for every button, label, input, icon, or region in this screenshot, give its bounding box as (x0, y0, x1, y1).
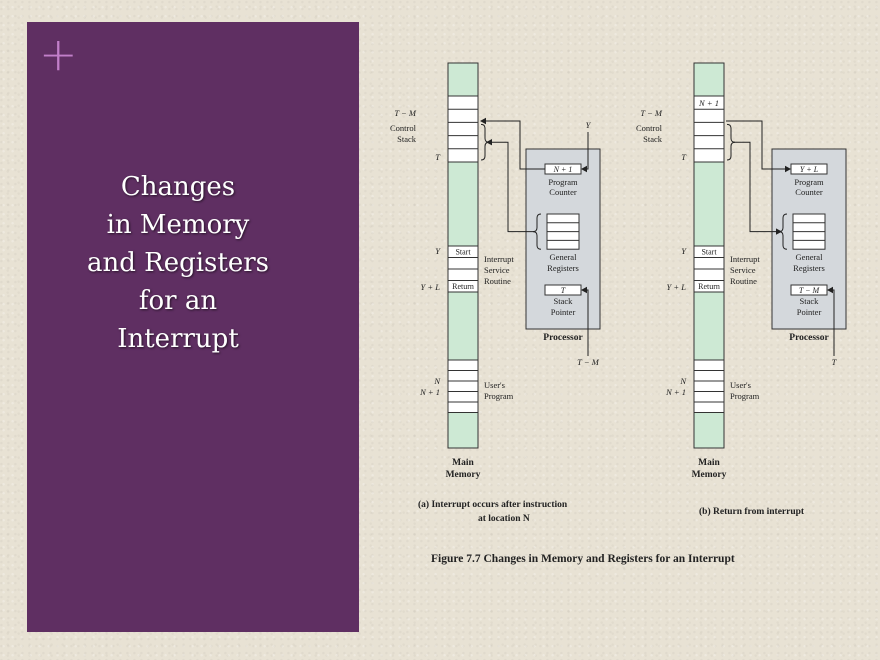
connector-line (734, 141, 777, 233)
label-interrupt-service-routine: Service (730, 265, 756, 275)
label-main-memory: Main (452, 458, 474, 468)
label-main-memory: Main (698, 458, 720, 468)
label-control-stack: Control (390, 123, 417, 133)
slide-title-line: Changes (120, 172, 236, 202)
arrow-head (785, 165, 791, 173)
label-n-plus-1: N + 1 (419, 387, 440, 397)
label-general-registers: Registers (547, 263, 579, 273)
label-control-stack: Stack (397, 134, 417, 144)
stack-pointer-value: T (561, 286, 566, 295)
isr-start-label: Start (701, 248, 717, 257)
users-program-block (447, 359, 479, 413)
isr-start-label: Start (455, 248, 471, 257)
label-y-plus-l: Y + L (667, 282, 687, 292)
brace-bracket (726, 123, 736, 161)
stack-pointer-value: T − M (799, 286, 821, 295)
label-processor: Processor (543, 333, 583, 343)
arrow-head (581, 286, 587, 294)
arrow-head (776, 228, 782, 235)
stack-top-value: N + 1 (698, 98, 719, 108)
label-n: N (433, 376, 441, 386)
label-n: N (679, 376, 687, 386)
title-panel: + Changes in Memory and Registers for an… (27, 22, 359, 632)
label-stack-pointer: Pointer (797, 307, 822, 317)
label-stack-pointer: Stack (554, 296, 574, 306)
figure-caption: Figure 7.7 Changes in Memory and Registe… (431, 553, 735, 565)
connector-line (726, 120, 785, 170)
slide-title-line: in Memory (106, 210, 250, 240)
control-stack-block (447, 95, 479, 163)
users-program-block (693, 359, 725, 413)
label-main-memory: Memory (446, 470, 481, 480)
program-counter-value: N + 1 (553, 165, 573, 174)
slide-title: Changes in Memory and Registers for an I… (27, 168, 329, 358)
isr-return-label: Return (452, 282, 474, 291)
panel-caption-a: (a) Interrupt occurs after instruction (418, 499, 568, 510)
connector-line (587, 289, 589, 356)
label-processor: Processor (789, 333, 829, 343)
label-top-input: Y (586, 120, 592, 130)
label-t: T (681, 152, 687, 162)
label-users-program: User's (730, 380, 751, 390)
plus-icon: + (39, 27, 78, 81)
label-users-program: Program (730, 391, 760, 401)
label-program-counter: Counter (549, 187, 577, 197)
label-interrupt-service-routine: Routine (730, 276, 757, 286)
label-t-minus-m: T − M (394, 108, 417, 118)
label-n-plus-1: N + 1 (665, 387, 686, 397)
label-main-memory: Memory (692, 470, 727, 480)
label-bottom-input: T − M (577, 357, 600, 367)
label-general-registers: General (550, 252, 578, 262)
control-stack-block (693, 95, 725, 163)
label-y: Y (681, 246, 687, 256)
label-t: T (435, 152, 441, 162)
label-y: Y (435, 246, 441, 256)
label-t-minus-m: T − M (640, 108, 663, 118)
panel-caption-b: (b) Return from interrupt (699, 506, 805, 517)
label-y-plus-l: Y + L (421, 282, 441, 292)
label-bottom-input: T (832, 357, 838, 367)
label-interrupt-service-routine: Interrupt (484, 254, 514, 264)
label-stack-pointer: Pointer (551, 307, 576, 317)
label-general-registers: Registers (793, 263, 825, 273)
arrow-head (827, 286, 833, 294)
label-interrupt-service-routine: Routine (484, 276, 511, 286)
arrow-head (581, 165, 587, 173)
connector-line (482, 120, 545, 170)
arrow-head (480, 117, 486, 125)
label-program-counter: Counter (795, 187, 823, 197)
slide-title-line: Interrupt (117, 324, 239, 354)
connector-line (587, 132, 589, 170)
label-interrupt-service-routine: Interrupt (730, 254, 760, 264)
label-general-registers: General (796, 252, 824, 262)
label-program-counter: Program (794, 177, 824, 187)
label-program-counter: Program (548, 177, 578, 187)
arrow-head (486, 139, 492, 146)
slide-title-line: and Registers (86, 248, 270, 278)
label-users-program: Program (484, 391, 514, 401)
panel-caption-a: at location N (478, 514, 530, 524)
connector-line (833, 289, 835, 356)
label-stack-pointer: Stack (800, 296, 820, 306)
connector-line (488, 141, 535, 233)
slide-title-line: for an (138, 286, 218, 316)
program-counter-value: Y + L (800, 165, 819, 174)
label-control-stack: Control (636, 123, 663, 133)
label-users-program: User's (484, 380, 505, 390)
label-control-stack: Stack (643, 134, 663, 144)
isr-return-label: Return (698, 282, 720, 291)
label-interrupt-service-routine: Service (484, 265, 510, 275)
